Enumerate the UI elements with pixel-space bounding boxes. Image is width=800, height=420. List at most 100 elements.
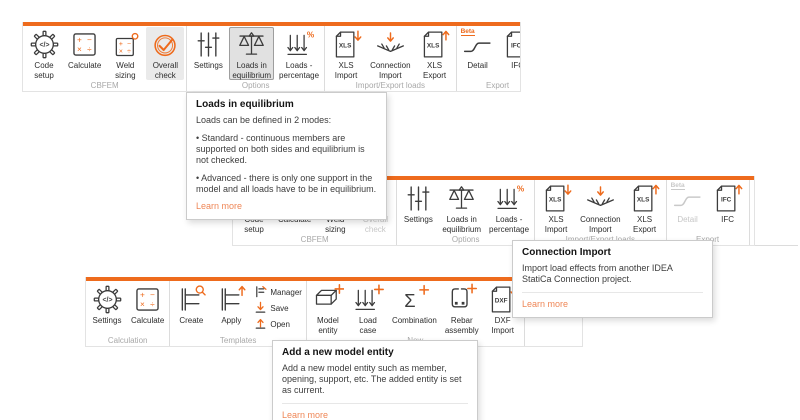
loads-in-equilibrium-button[interactable]: Loads in equilibrium (439, 181, 484, 234)
svg-text:−: − (127, 41, 131, 48)
xls-import-icon: XLS (539, 182, 573, 215)
svg-text:XLS: XLS (548, 196, 561, 203)
ribbon-group-export: BetaDetailIFCIFCExport (457, 26, 520, 91)
svg-text:−: − (87, 35, 92, 44)
connection-import-button[interactable]: Connection Import (367, 27, 413, 80)
button-label: Rebar assembly (444, 316, 479, 335)
button-label: Load case (359, 316, 377, 335)
ribbon-accent-bar (23, 22, 520, 26)
ribbon-top: </>Code setup+−×÷Calculate+−×÷Weld sizin… (22, 22, 521, 92)
loads-in-equilibrium-button[interactable]: Loads in equilibrium (229, 27, 275, 80)
model-entity-icon (311, 283, 345, 316)
save-button[interactable]: Save (252, 300, 304, 316)
group-label: Templates (219, 336, 257, 345)
svg-text:×: × (77, 45, 82, 54)
group-label: CBFEM (90, 81, 119, 90)
svg-text:%: % (516, 185, 524, 194)
button-label: Settings (403, 215, 433, 224)
ribbon-accent-bar (233, 176, 754, 180)
beta-badge: Beta (670, 182, 685, 190)
tooltip-text: Import load effects from another IDEA St… (522, 263, 673, 284)
learn-more-link[interactable]: Learn more (282, 410, 329, 420)
button-label: Save (270, 303, 289, 313)
tooltip-text: Loads can be defined in 2 modes: (196, 115, 332, 125)
button-label: IFC (511, 61, 520, 70)
tooltip-bullet: Advanced - there is only one support in … (196, 173, 377, 195)
load-icon (351, 283, 385, 316)
load-case-button[interactable]: Load case (349, 282, 387, 335)
apply-button[interactable]: Apply (212, 282, 250, 335)
ribbon-group-export: BetaDetailIFCIFCExport (667, 180, 750, 245)
button-label: XLS Export (633, 215, 657, 234)
button-label: Code setup (34, 61, 54, 80)
ifc-icon: IFC (711, 182, 745, 215)
create-button[interactable]: Create (172, 282, 210, 335)
loads-percentage-button[interactable]: %Loads - percentage (486, 181, 532, 234)
tooltip-divider (282, 403, 468, 404)
apply-icon (214, 283, 248, 316)
code-setup-button[interactable]: </> Code setup (25, 27, 63, 80)
tooltip-title: Loads in equilibrium (196, 99, 294, 110)
svg-text:</>: </> (39, 42, 49, 49)
gear-code-icon: </> (27, 28, 61, 61)
balance-icon (445, 182, 479, 215)
open-button[interactable]: Open (252, 316, 304, 332)
overall-check-icon (148, 28, 182, 61)
tooltip-title: Add a new model entity (282, 347, 394, 358)
svg-text:÷: ÷ (87, 45, 92, 54)
overall-check-button[interactable]: Overall check (146, 27, 185, 80)
ribbon-group-new: Model entityLoadOperationNew (750, 180, 754, 245)
group-label: Calculation (107, 336, 148, 345)
tooltip-text: Add a new model entity such as member, o… (282, 363, 462, 395)
svg-text:Σ: Σ (404, 290, 415, 311)
learn-more-link[interactable]: Learn more (196, 201, 243, 211)
sliders-icon (401, 182, 435, 215)
calculator-icon: +−×÷ (68, 28, 102, 61)
svg-text:+: + (119, 41, 123, 48)
connection-import-button[interactable]: Connection Import (577, 181, 623, 234)
button-label: Connection Import (580, 215, 621, 234)
settings-button[interactable]: Settings (399, 181, 437, 234)
combination-icon: Σ (397, 283, 431, 316)
button-label: Open (270, 319, 290, 329)
rebar-assembly-button[interactable]: Rebar assembly (442, 282, 482, 335)
learn-more-link[interactable]: Learn more (522, 299, 569, 309)
svg-text:XLS: XLS (427, 42, 440, 49)
window-edge-line (755, 245, 798, 246)
create-icon (174, 283, 208, 316)
settings-button[interactable]: Settings (189, 27, 227, 80)
calculate-button[interactable]: +−×÷Calculate (65, 27, 104, 80)
svg-text:</>: </> (102, 297, 112, 304)
settings-button[interactable]: </>Settings (88, 282, 126, 335)
xls-import-icon: XLS (329, 28, 363, 61)
loads-percentage-button[interactable]: %Loads - percentage (276, 27, 322, 80)
group-label: Export (668, 234, 748, 245)
weld-sizing-button[interactable]: +−×÷Weld sizing (106, 27, 144, 80)
weld-sizing-icon: +−×÷ (108, 28, 142, 61)
model-entity-button[interactable]: Model entity (309, 282, 347, 335)
manager-button[interactable]: Manager (252, 284, 304, 300)
button-label: DXF Import (491, 316, 514, 335)
manager-icon (254, 285, 267, 300)
ribbon-group-cbfem: </>Code setup+−×÷Calculate+−×÷Weld sizin… (23, 26, 188, 91)
model-entity-button[interactable]: Model entity (752, 181, 754, 234)
calculate-button[interactable]: +−×÷Calculate (128, 282, 167, 335)
button-label: Calculate (68, 61, 102, 70)
calculator-icon: +−×÷ (131, 283, 165, 316)
